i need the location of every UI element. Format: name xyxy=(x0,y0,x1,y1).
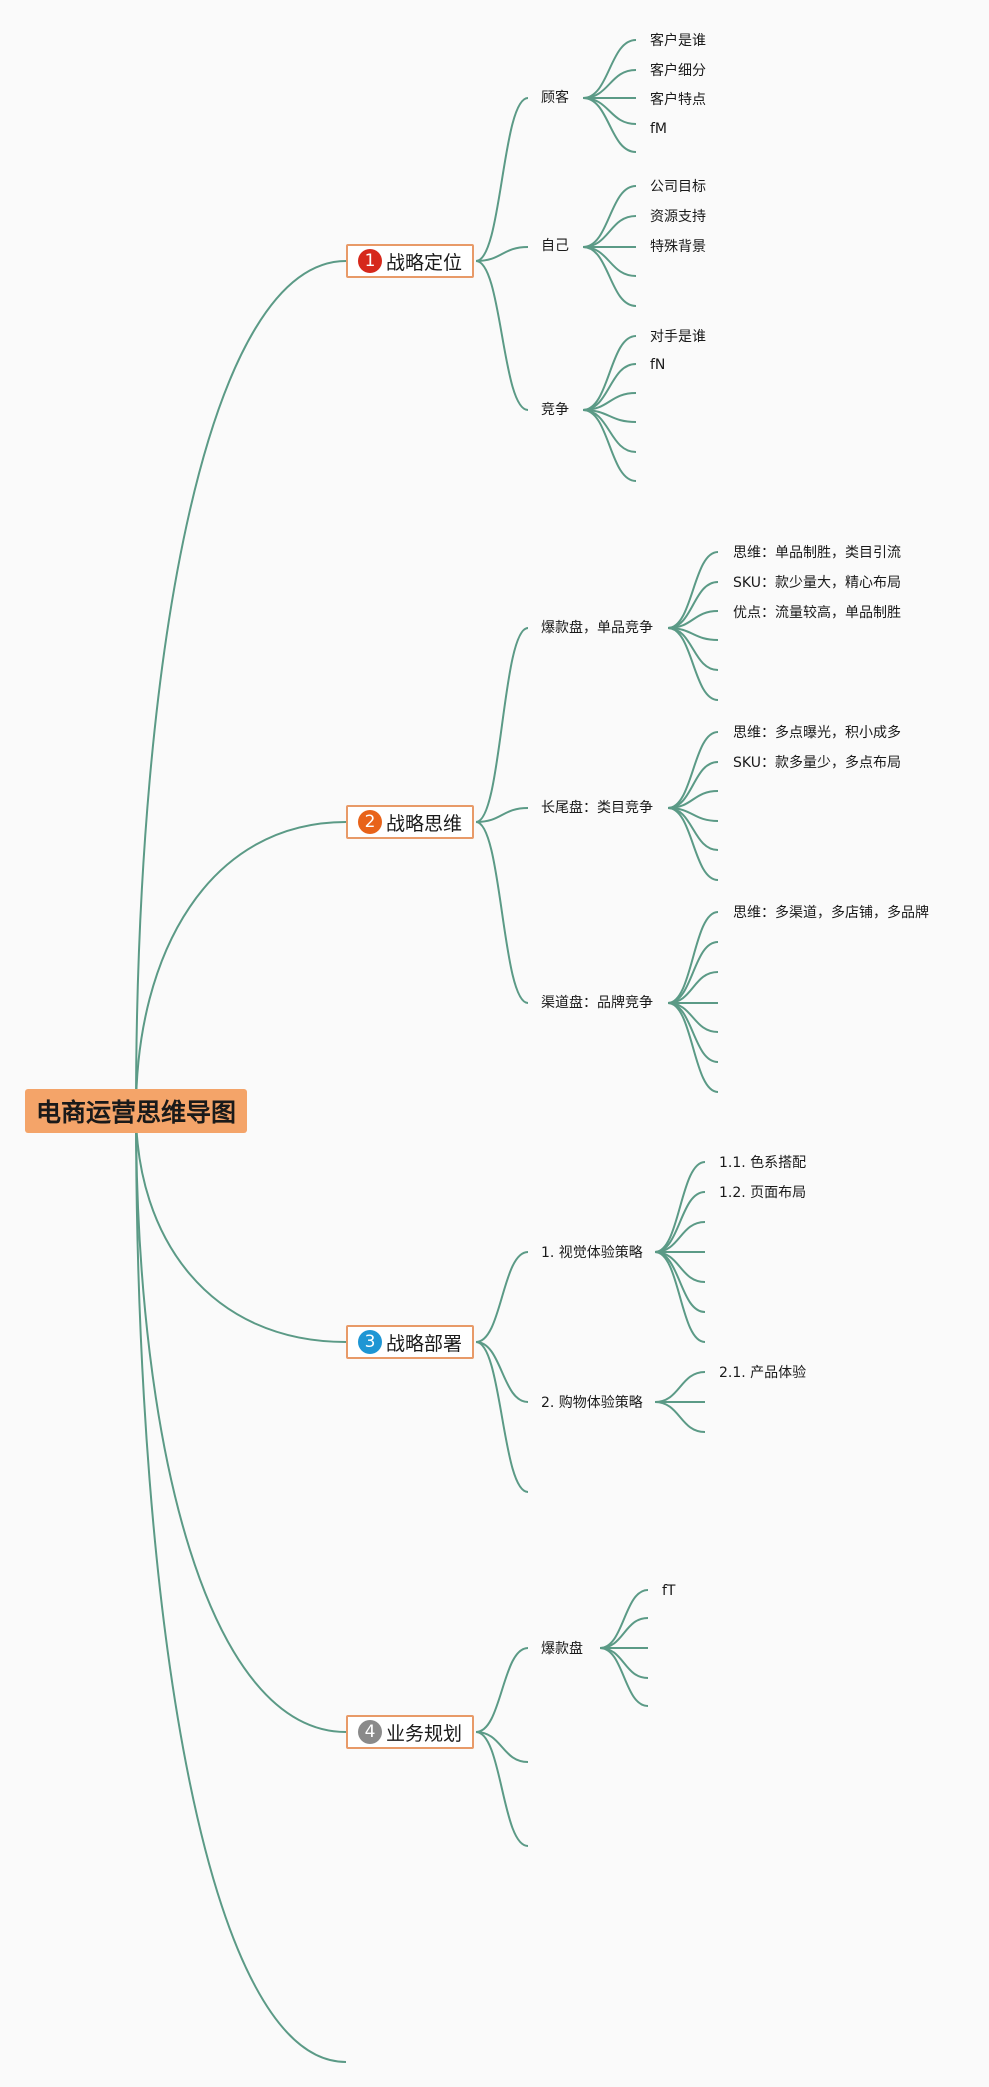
connector-line xyxy=(599,1647,649,1707)
leaf-node[interactable]: fM xyxy=(650,121,668,137)
connector-line xyxy=(654,1251,706,1343)
leaf-node[interactable]: 优点：流量较高，单品制胜 xyxy=(733,605,901,621)
connector-line xyxy=(135,1110,347,1733)
root-node[interactable]: 电商运营思维导图 xyxy=(25,1089,247,1133)
connector-line xyxy=(582,97,637,125)
sub-node-shopping-strategy[interactable]: 2. 购物体验策略 xyxy=(541,1395,643,1411)
connector-line xyxy=(475,1731,529,1847)
connector-line xyxy=(475,246,529,262)
branch-node-strategy-positioning[interactable]: 1 战略定位 xyxy=(346,244,474,278)
leaf-node[interactable]: 特殊背景 xyxy=(650,239,706,255)
leaf-node[interactable]: SKU：款多量少，多点布局 xyxy=(733,755,901,771)
connector-line xyxy=(135,821,347,1112)
connector-line xyxy=(667,941,719,1004)
connector-line xyxy=(654,1191,706,1253)
leaf-node[interactable]: 客户是谁 xyxy=(650,33,706,49)
leaf-node[interactable]: 思维：单品制胜，类目引流 xyxy=(733,545,901,561)
leaf-node[interactable]: 思维：多渠道，多店铺，多品牌 xyxy=(733,905,929,921)
connector-line xyxy=(582,409,637,482)
leaf-node[interactable]: 对手是谁 xyxy=(650,329,706,345)
leaf-node[interactable]: 1.2. 页面布局 xyxy=(719,1185,807,1201)
connector-line xyxy=(667,807,719,881)
leaf-node[interactable]: fN xyxy=(650,357,666,373)
connector-line xyxy=(135,1110,347,2063)
connector-line xyxy=(599,1647,649,1679)
connector-line xyxy=(475,1647,529,1733)
number-badge-icon: 1 xyxy=(357,249,382,273)
leaf-node[interactable]: 1.1. 色系搭配 xyxy=(719,1155,807,1171)
connector-line xyxy=(135,260,347,1112)
sub-node-competition[interactable]: 竞争 xyxy=(541,402,569,418)
sub-node-hit-product-plan[interactable]: 爆款盘 xyxy=(541,1641,583,1657)
branch-label: 业务规划 xyxy=(385,1722,462,1745)
connector-line xyxy=(654,1161,706,1253)
connector-line xyxy=(475,97,529,262)
branch-node-strategy-thinking[interactable]: 2 战略思维 xyxy=(346,805,474,839)
number-badge-icon: 3 xyxy=(357,1330,382,1354)
leaf-node[interactable]: SKU：款少量大，精心布局 xyxy=(733,575,901,591)
number-badge-icon: 4 xyxy=(357,1720,382,1744)
branch-label: 战略部署 xyxy=(385,1332,462,1355)
connector-line xyxy=(654,1251,706,1313)
branch-label: 战略思维 xyxy=(385,812,462,835)
leaf-node[interactable]: 客户特点 xyxy=(650,92,706,108)
leaf-node[interactable]: 2.1. 产品体验 xyxy=(719,1365,807,1381)
connector-line xyxy=(654,1401,706,1433)
connector-line xyxy=(582,246,637,307)
number-badge-icon: 2 xyxy=(357,810,382,834)
connector-line xyxy=(654,1371,706,1403)
sub-node-channel[interactable]: 渠道盘：品牌竞争 xyxy=(541,995,653,1011)
connector-line xyxy=(135,1110,347,1343)
connector-line xyxy=(475,821,529,1004)
connector-line xyxy=(582,185,637,248)
connector-lines xyxy=(135,39,719,2063)
sub-node-hit-product[interactable]: 爆款盘，单品竞争 xyxy=(541,620,653,636)
connector-line xyxy=(582,97,637,153)
connector-line xyxy=(667,551,719,629)
branch-label: 战略定位 xyxy=(385,251,462,274)
connector-line xyxy=(475,1341,529,1493)
leaf-node[interactable]: 资源支持 xyxy=(650,209,706,225)
leaf-node[interactable]: 公司目标 xyxy=(650,179,706,195)
connector-line xyxy=(599,1617,649,1649)
connector-line xyxy=(667,627,719,701)
connector-line xyxy=(582,39,637,99)
connector-line xyxy=(667,971,719,1004)
connector-line xyxy=(582,69,637,99)
sub-node-long-tail[interactable]: 长尾盘：类目竞争 xyxy=(541,800,653,816)
leaf-node[interactable]: 客户细分 xyxy=(650,63,706,79)
connector-line xyxy=(582,215,637,248)
sub-node-customer[interactable]: 顾客 xyxy=(541,90,569,106)
connector-line xyxy=(667,1002,719,1093)
connector-line xyxy=(475,807,529,823)
connector-line xyxy=(582,246,637,277)
sub-node-self[interactable]: 自己 xyxy=(541,238,569,254)
sub-node-visual-strategy[interactable]: 1. 视觉体验策略 xyxy=(541,1245,643,1261)
connector-line xyxy=(475,627,529,823)
connector-line xyxy=(475,1731,529,1763)
connector-line xyxy=(667,911,719,1004)
branch-node-business-planning[interactable]: 4 业务规划 xyxy=(346,1715,474,1749)
connector-line xyxy=(667,731,719,809)
branch-node-strategy-deployment[interactable]: 3 战略部署 xyxy=(346,1325,474,1359)
connector-line xyxy=(475,260,529,411)
leaf-node[interactable]: fT xyxy=(662,1583,676,1599)
connector-line xyxy=(475,1341,529,1403)
connector-line xyxy=(667,1002,719,1063)
leaf-node[interactable]: 思维：多点曝光，积小成多 xyxy=(733,725,901,741)
connector-line xyxy=(582,335,637,411)
connector-line xyxy=(475,1251,529,1343)
